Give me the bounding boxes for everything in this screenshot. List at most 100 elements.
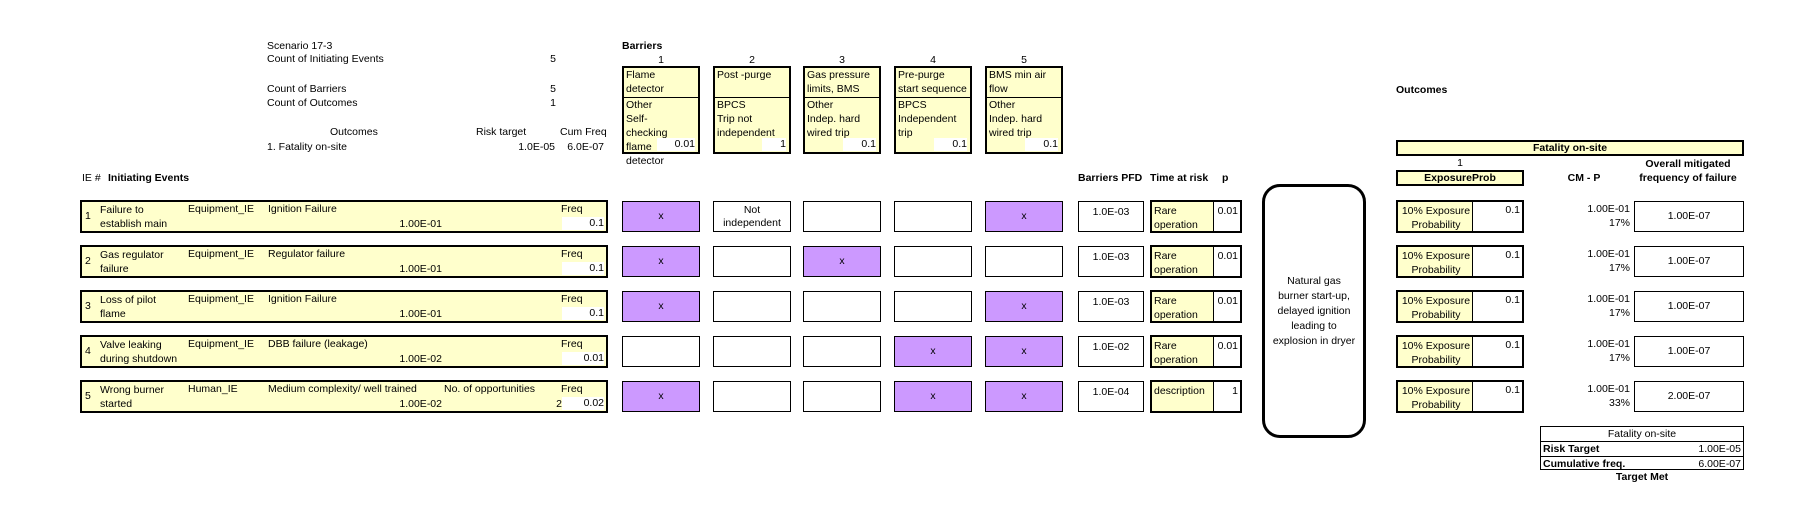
time-at-risk-p[interactable]: 0.01 — [1213, 292, 1240, 321]
barrier-type: BPCS — [717, 99, 746, 111]
barrier-description: Trip not independent — [717, 113, 775, 139]
barrier-credit-cell[interactable]: x — [622, 381, 700, 412]
time-at-risk-p[interactable]: 0.01 — [1213, 247, 1240, 276]
barrier-credit-cell[interactable]: x — [622, 291, 700, 322]
barrier-number: 1 — [658, 54, 664, 66]
count-outcomes-label: Count of Outcomes — [267, 97, 358, 109]
count-barriers-label: Count of Barriers — [267, 83, 347, 95]
exposure-value[interactable]: 0.1 — [1472, 292, 1522, 321]
barrier-credit-cell[interactable] — [985, 246, 1063, 277]
barrier-credit-cell[interactable] — [894, 246, 972, 277]
outcome-description: Natural gas burner start-up, delayed ign… — [1272, 274, 1356, 347]
ie-freq-value: 0.02 — [562, 397, 604, 410]
barrier-title: Flame detector — [624, 68, 698, 98]
time-at-risk-p[interactable]: 0.01 — [1213, 202, 1240, 231]
barrier-pfd: 0.01 — [656, 138, 695, 151]
barrier-pfd: 0.1 — [843, 138, 876, 151]
barrier-credit-cell[interactable]: x — [803, 246, 881, 277]
barrier-type: Other — [626, 99, 653, 111]
cm-p-value: 1.00E-01 — [1587, 293, 1630, 305]
ie-cause: DBB failure (leakage) — [268, 338, 368, 350]
barrier-credit-cell[interactable] — [803, 336, 881, 367]
exposure-value[interactable]: 0.1 — [1472, 337, 1522, 366]
ie-base-frequency: 1.00E-02 — [399, 353, 442, 365]
exposure-text: 10% Exposure Probability — [1401, 205, 1471, 231]
ie-extra-value: 2 — [556, 398, 562, 410]
exposure-prob-header: ExposureProb — [1396, 170, 1524, 186]
count-outcomes-value: 1 — [550, 97, 556, 109]
ie-number: 5 — [85, 390, 91, 402]
barrier-description: Self-checking flame detector — [626, 113, 668, 167]
barriers-pfd: 1.0E-03 — [1078, 291, 1144, 322]
barrier-credit-cell[interactable] — [894, 201, 972, 232]
barrier-credit-cell[interactable] — [894, 291, 972, 322]
cm-p-header: CM - P — [1567, 172, 1601, 184]
barrier-credit-cell[interactable]: x — [894, 336, 972, 367]
barrier-credit-cell[interactable] — [713, 246, 791, 277]
barrier-credit-cell[interactable]: x — [985, 336, 1063, 367]
ie-event: Loss of pilot flame — [100, 294, 157, 320]
barrier-credit-cell[interactable]: x — [622, 201, 700, 232]
ie-event: Wrong burner started — [100, 384, 165, 410]
barrier-credit-cell[interactable] — [803, 201, 881, 232]
cum-freq-col-header: Cum Freq — [560, 126, 607, 138]
barrier-description: Independent trip — [898, 113, 957, 139]
ie-type: Human_IE — [188, 383, 238, 395]
summary-risk-target-label: Risk Target — [1543, 443, 1600, 455]
time-at-risk-header: Time at risk — [1150, 172, 1209, 184]
barriers-title: Barriers — [622, 40, 663, 52]
barrier-credit-cell[interactable]: x — [894, 381, 972, 412]
exposure-value[interactable]: 0.1 — [1472, 202, 1522, 231]
ie-base-frequency: 1.00E-02 — [399, 398, 442, 410]
summary-status: Target Met — [1615, 471, 1669, 483]
outcome-1-cum: 6.0E-07 — [567, 141, 604, 153]
ie-extra-label: No. of opportunities — [444, 383, 536, 395]
ie-cause: Medium complexity/ well trained — [268, 383, 417, 395]
ie-type: Equipment_IE — [188, 293, 254, 305]
ie-header: Initiating Events — [108, 172, 190, 184]
barrier-title: BMS min air flow — [987, 68, 1061, 98]
cm-p-percent: 17% — [1608, 217, 1630, 229]
outcome-num: 1 — [1457, 157, 1463, 169]
barrier-type: Other — [989, 99, 1016, 111]
ie-number: 3 — [85, 300, 91, 312]
barriers-pfd: 1.0E-04 — [1078, 381, 1144, 412]
time-at-risk-p[interactable]: 1 — [1213, 382, 1240, 411]
barrier-credit-cell[interactable] — [803, 381, 881, 412]
time-at-risk-text: description — [1154, 385, 1205, 397]
barrier-credit-cell[interactable] — [622, 336, 700, 367]
exposure-value[interactable]: 0.1 — [1472, 247, 1522, 276]
scenario-name: Scenario 17-3 — [267, 40, 333, 52]
barrier-credit-cell[interactable]: x — [985, 291, 1063, 322]
ie-freq-value: 0.01 — [562, 352, 604, 365]
ie-freq-label: Freq — [561, 293, 583, 305]
barrier-credit-cell[interactable]: Not independent — [713, 201, 791, 232]
cm-p-value: 1.00E-01 — [1587, 383, 1630, 395]
ie-cause: Regulator failure — [268, 248, 346, 260]
ie-freq-label: Freq — [561, 338, 583, 350]
exposure-value[interactable]: 0.1 — [1472, 382, 1522, 411]
time-at-risk: Rare operation 0.01 — [1150, 335, 1242, 368]
ie-type: Equipment_IE — [188, 203, 254, 215]
barrier-credit-cell[interactable] — [713, 291, 791, 322]
barrier-credit-cell[interactable]: x — [985, 201, 1063, 232]
time-at-risk-p[interactable]: 0.01 — [1213, 337, 1240, 366]
ie-freq-label: Freq — [561, 203, 583, 215]
ie-freq-value: 0.1 — [562, 217, 604, 230]
barrier-credit-cell[interactable] — [713, 336, 791, 367]
barrier-credit-cell[interactable] — [713, 381, 791, 412]
ie-freq-label: Freq — [561, 383, 583, 395]
barrier-credit-cell[interactable] — [803, 291, 881, 322]
cm-p-percent: 17% — [1608, 262, 1630, 274]
time-at-risk-text: Rare operation — [1154, 340, 1198, 366]
barrier-credit-cell[interactable]: x — [985, 381, 1063, 412]
cm-p-percent: 17% — [1608, 307, 1630, 319]
barrier-credit-cell[interactable]: x — [622, 246, 700, 277]
outcomes-col-header: Outcomes — [330, 126, 378, 138]
